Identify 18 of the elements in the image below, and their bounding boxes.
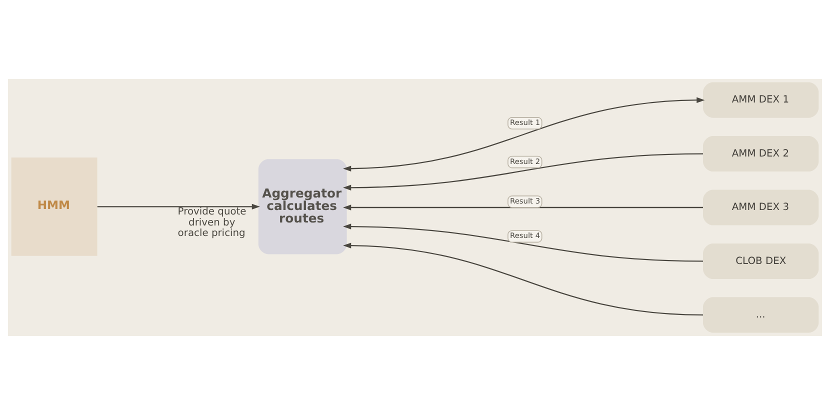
- node-box: AMM DEX 3: [703, 189, 819, 225]
- arrow: [343, 223, 703, 262]
- arrow: [343, 152, 703, 190]
- node-box: HMM: [11, 157, 98, 256]
- node-box: CLOB DEX: [703, 242, 819, 278]
- edge-label: Result 1: [510, 118, 540, 127]
- edge-label: Result 2: [510, 156, 540, 166]
- node-box: AMM DEX 2: [703, 136, 819, 172]
- edge-label: Result 3: [510, 196, 540, 206]
- arrow: [343, 96, 705, 171]
- arrow: [343, 242, 704, 315]
- arrow: [97, 203, 260, 210]
- node-box: ...: [703, 296, 819, 332]
- arrow: [343, 204, 703, 210]
- edge-label: Result 4: [510, 230, 540, 240]
- node-box: AMM DEX 1: [703, 82, 819, 118]
- node-box: Aggregator calculates routes: [258, 158, 347, 254]
- edge-label: Provide quote driven by oracle pricing: [178, 206, 246, 239]
